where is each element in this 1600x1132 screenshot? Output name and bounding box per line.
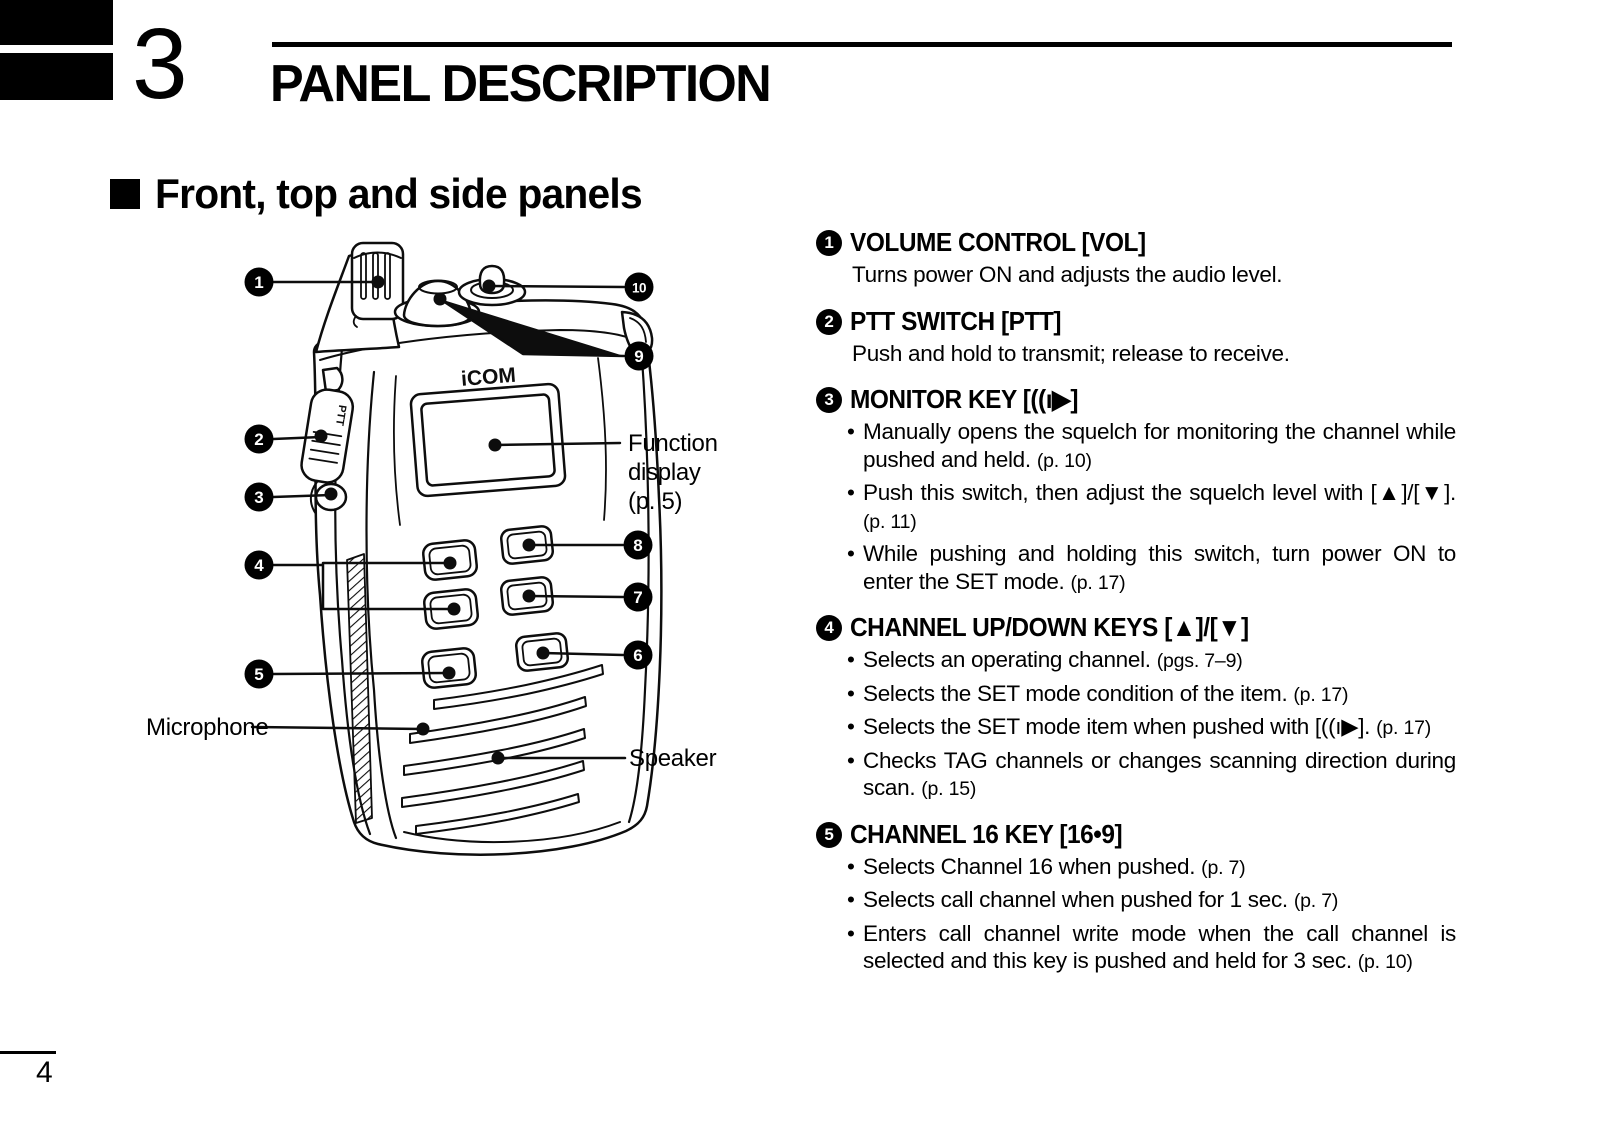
bullet-text: Selects call channel when pushed for 1 s… [863,887,1288,912]
ptt-switch-label: PTT [333,404,348,427]
page-ref: (p. 17) [1376,717,1432,739]
description-bullet: Selects call channel when pushed for 1 s… [846,886,1456,916]
description-heading: CHANNEL 16 KEY [16•9] [850,818,1123,849]
page-ref: (p. 17) [1293,683,1349,706]
description-bullet: Selects an operating channel. (pgs. 7–9) [846,646,1456,676]
page-ref: (p. 7) [1293,890,1339,912]
bullet-text: Manually opens the squelch for monitorin… [863,419,1456,472]
section-heading-text: Front, top and side panels [155,170,643,217]
description-channel-16-key: 5 CHANNEL 16 KEY [16•9] Selects Channel … [816,820,1456,977]
description-bullet: Selects the SET mode condition of the it… [846,680,1456,710]
page-number: 4 [36,1056,53,1089]
chapter-tab-block-bottom [0,53,113,100]
callout-3: 3 [254,488,263,507]
description-ptt-switch: 2 PTT SWITCH [PTT] Push and hold to tran… [816,307,1456,370]
description-heading: MONITOR KEY [((ı▶] [850,384,1079,415]
page-title: PANEL DESCRIPTION [270,55,772,113]
bullet-text: Enters call channel write mode when the … [863,920,1456,974]
circled-number-2: 2 [816,308,842,335]
label-speaker: Speaker [629,745,717,772]
bullet-text: While pushing and holding this switch, t… [863,541,1456,594]
description-volume-control: 1 VOLUME CONTROL [VOL] Turns power ON an… [816,228,1456,291]
callout-badges: 1 2 3 4 5 6 7 8 9 10 [244,267,654,689]
body-text: Push and hold to transmit; release to re… [852,340,1290,366]
page-ref: (p. 11) [863,510,917,533]
display-drawing: iCOM [409,364,567,498]
bullet-text: Selects Channel 16 when pushed. [863,853,1196,879]
speaker-grille-drawing [401,664,604,835]
radio-figure: PTT iCOM [146,241,718,856]
callout-4: 4 [254,556,264,575]
chapter-tab-block-top [0,0,113,45]
body-text: Turns power ON and adjusts the audio lev… [852,262,1283,287]
page-ref: (p. 17) [1070,571,1126,594]
label-function-display-1: Function [628,430,718,457]
description-heading: PTT SWITCH [PTT] [850,305,1062,336]
volume-knob-drawing [314,241,405,354]
bullet-text: Selects the SET mode condition of the it… [863,680,1288,706]
callout-8: 8 [633,536,642,555]
label-function-display-2: display [628,459,701,486]
chapter-number: 3 [132,8,188,120]
callout-5: 5 [254,665,263,684]
icom-logo: iCOM [460,364,516,391]
callout-9: 9 [634,347,643,366]
circled-number-4: 4 [816,615,842,641]
description-text: Push and hold to transmit; release to re… [852,340,1456,370]
page-ref: (p. 15) [921,778,977,800]
callout-1: 1 [254,273,263,292]
label-function-display-3: (p. 5) [628,488,682,515]
page-ref: (p. 10) [1036,449,1092,472]
description-bullet: Manually opens the squelch for monitorin… [846,418,1456,475]
description-bullet: While pushing and holding this switch, t… [846,540,1456,597]
footer-rule [0,1051,56,1054]
title-rule [272,42,1452,47]
square-bullet-icon [110,179,140,209]
bullet-text: Selects an operating channel. [863,647,1151,672]
label-microphone: Microphone [146,714,268,741]
circled-number-5: 5 [816,821,842,848]
description-heading: VOLUME CONTROL [VOL] [850,227,1146,258]
callout-10: 10 [632,281,646,296]
description-bullet: Push this switch, then adjust the squelc… [846,479,1456,536]
description-heading: CHANNEL UP/DOWN KEYS [▲]/[▼] [850,612,1249,643]
description-bullet: Selects the SET mode item when pushed wi… [846,713,1456,743]
description-bullet: Enters call channel write mode when the … [846,920,1456,977]
description-monitor-key: 3 MONITOR KEY [((ı▶] Manually opens the … [816,385,1456,597]
description-bullet: Checks TAG channels or changes scanning … [846,747,1456,804]
callout-2: 2 [254,430,263,449]
page-ref: (pgs. 7–9) [1156,650,1243,672]
bullet-text: Checks TAG channels or changes scanning … [863,747,1456,801]
circled-number-3: 3 [816,387,842,413]
description-text: Turns power ON and adjusts the audio lev… [852,261,1456,291]
description-bullet-list: Selects an operating channel. (pgs. 7–9)… [846,646,1456,804]
bullet-text: Selects the SET mode item when pushed wi… [863,714,1371,739]
circled-number-1: 1 [816,230,842,256]
callout-7: 7 [633,588,642,607]
bullet-text: Push this switch, then adjust the squelc… [863,480,1456,505]
page-ref: (p. 7) [1201,856,1246,879]
section-heading: Front, top and side panels [110,170,657,218]
callout-6: 6 [633,646,642,665]
description-bullet: Selects Channel 16 when pushed. (p. 7) [846,853,1456,883]
description-bullet-list: Selects Channel 16 when pushed. (p. 7) S… [846,853,1456,977]
page-ref: (p. 10) [1357,951,1413,973]
descriptions-column: 1 VOLUME CONTROL [VOL] Turns power ON an… [816,228,1456,993]
figure-labels: Function display (p. 5) Microphone Speak… [146,430,718,772]
callout-leader-lines [250,275,627,765]
description-channel-updown-keys: 4 CHANNEL UP/DOWN KEYS [▲]/[▼] Selects a… [816,613,1456,804]
description-bullet-list: Manually opens the squelch for monitorin… [846,418,1456,597]
